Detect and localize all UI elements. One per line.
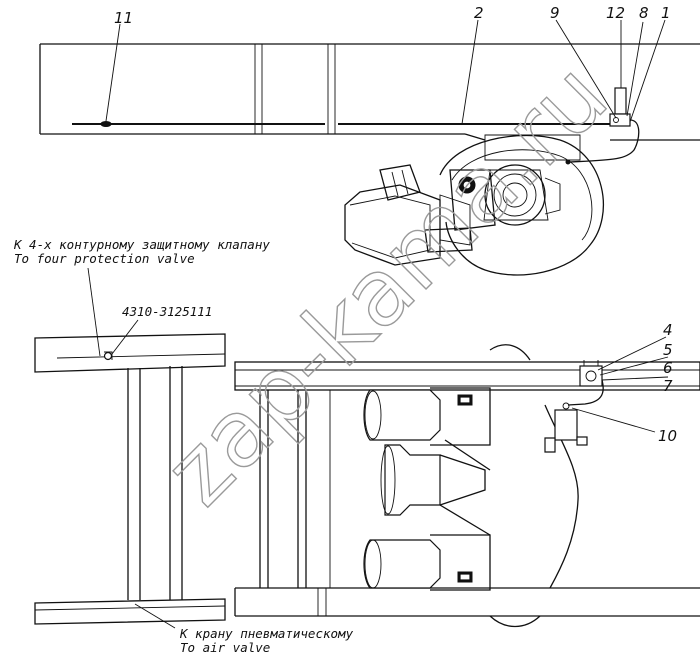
rear-axles-bottom <box>363 344 579 628</box>
air-valve-label-en: To air valve <box>180 640 270 655</box>
brake-pipe-top <box>72 121 612 127</box>
leader-lines <box>87 19 669 629</box>
callout-4: 4 <box>663 321 673 339</box>
callout-10: 10 <box>658 427 677 445</box>
air-valve-label-ru: К крану пневматическому <box>179 626 354 641</box>
protection-valve-label-en: To four protection valve <box>14 251 195 266</box>
callout-2: 2 <box>474 4 484 22</box>
frame-side-member-top <box>39 43 700 141</box>
callout-1: 1 <box>661 4 671 22</box>
text-labels: К 4-х контурному защитному клапану To fo… <box>13 237 354 655</box>
frame-right-bottom <box>234 361 700 617</box>
callout-12: 12 <box>606 4 625 22</box>
part-number-label: 4310-3125111 <box>122 304 212 319</box>
rear-axle-assembly-top <box>344 134 604 276</box>
frame-left-bottom <box>34 333 226 625</box>
callout-5: 5 <box>663 341 673 359</box>
callout-11: 11 <box>114 9 133 27</box>
callout-8: 8 <box>639 4 649 22</box>
callout-numbers: 11 2 9 12 8 1 4 5 6 7 10 <box>114 4 677 445</box>
valve-assembly <box>544 360 604 453</box>
callout-7: 7 <box>663 377 673 395</box>
callout-6: 6 <box>663 359 673 377</box>
callout-9: 9 <box>550 4 560 22</box>
protection-valve-label-ru: К 4-х контурному защитному клапану <box>13 237 270 252</box>
